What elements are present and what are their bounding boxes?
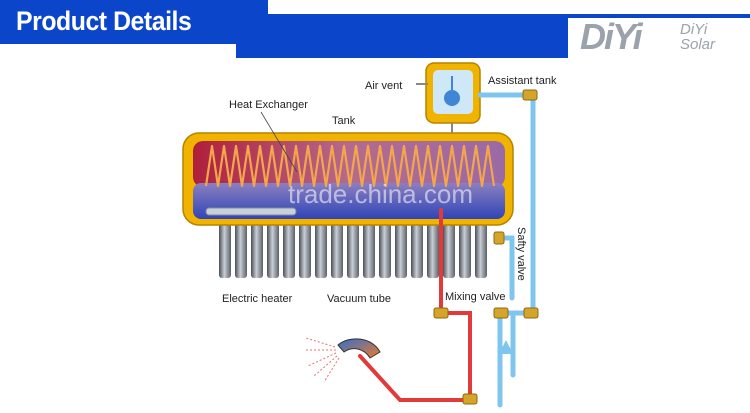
page-title: Product Details [16, 6, 192, 36]
watermark-text: trade.china.com [288, 179, 473, 209]
title-tab: Product Details [0, 0, 268, 44]
brand-logo: DiYi DiYi Solar [568, 16, 750, 58]
mixing-valve-fitting [433, 307, 449, 319]
brand-name: DiYi Solar [680, 22, 715, 52]
brand-name-line1: DiYi [680, 21, 708, 38]
label-electric-heater: Electric heater [222, 293, 293, 305]
valve-fittings [433, 89, 539, 405]
label-mixing-valve: Mixing valve [445, 291, 506, 303]
label-tank: Tank [332, 115, 356, 127]
heat-exchanger-pointer [260, 111, 298, 173]
safety-valve-fitting [493, 231, 505, 245]
cold-water-inlet-arrow [499, 340, 513, 354]
shower-head [304, 337, 381, 383]
brand-name-line2: Solar [680, 36, 716, 53]
label-safety-valve: Safty valve [515, 227, 527, 281]
brand-logo-mark: DiYi [580, 16, 643, 57]
heat-exchanger-coil [204, 144, 496, 188]
vacuum-tubes [219, 214, 487, 278]
electric-heater-element [205, 207, 297, 216]
label-vacuum-tube: Vacuum tube [327, 293, 391, 305]
header-bar: Product Details DiYi DiYi Solar [0, 0, 750, 62]
label-heat-exchanger: Heat Exchanger [229, 99, 308, 111]
assistant-tank [416, 62, 481, 133]
label-assistant-tank: Assistant tank [488, 75, 557, 87]
label-air-vent: Air vent [365, 80, 402, 92]
